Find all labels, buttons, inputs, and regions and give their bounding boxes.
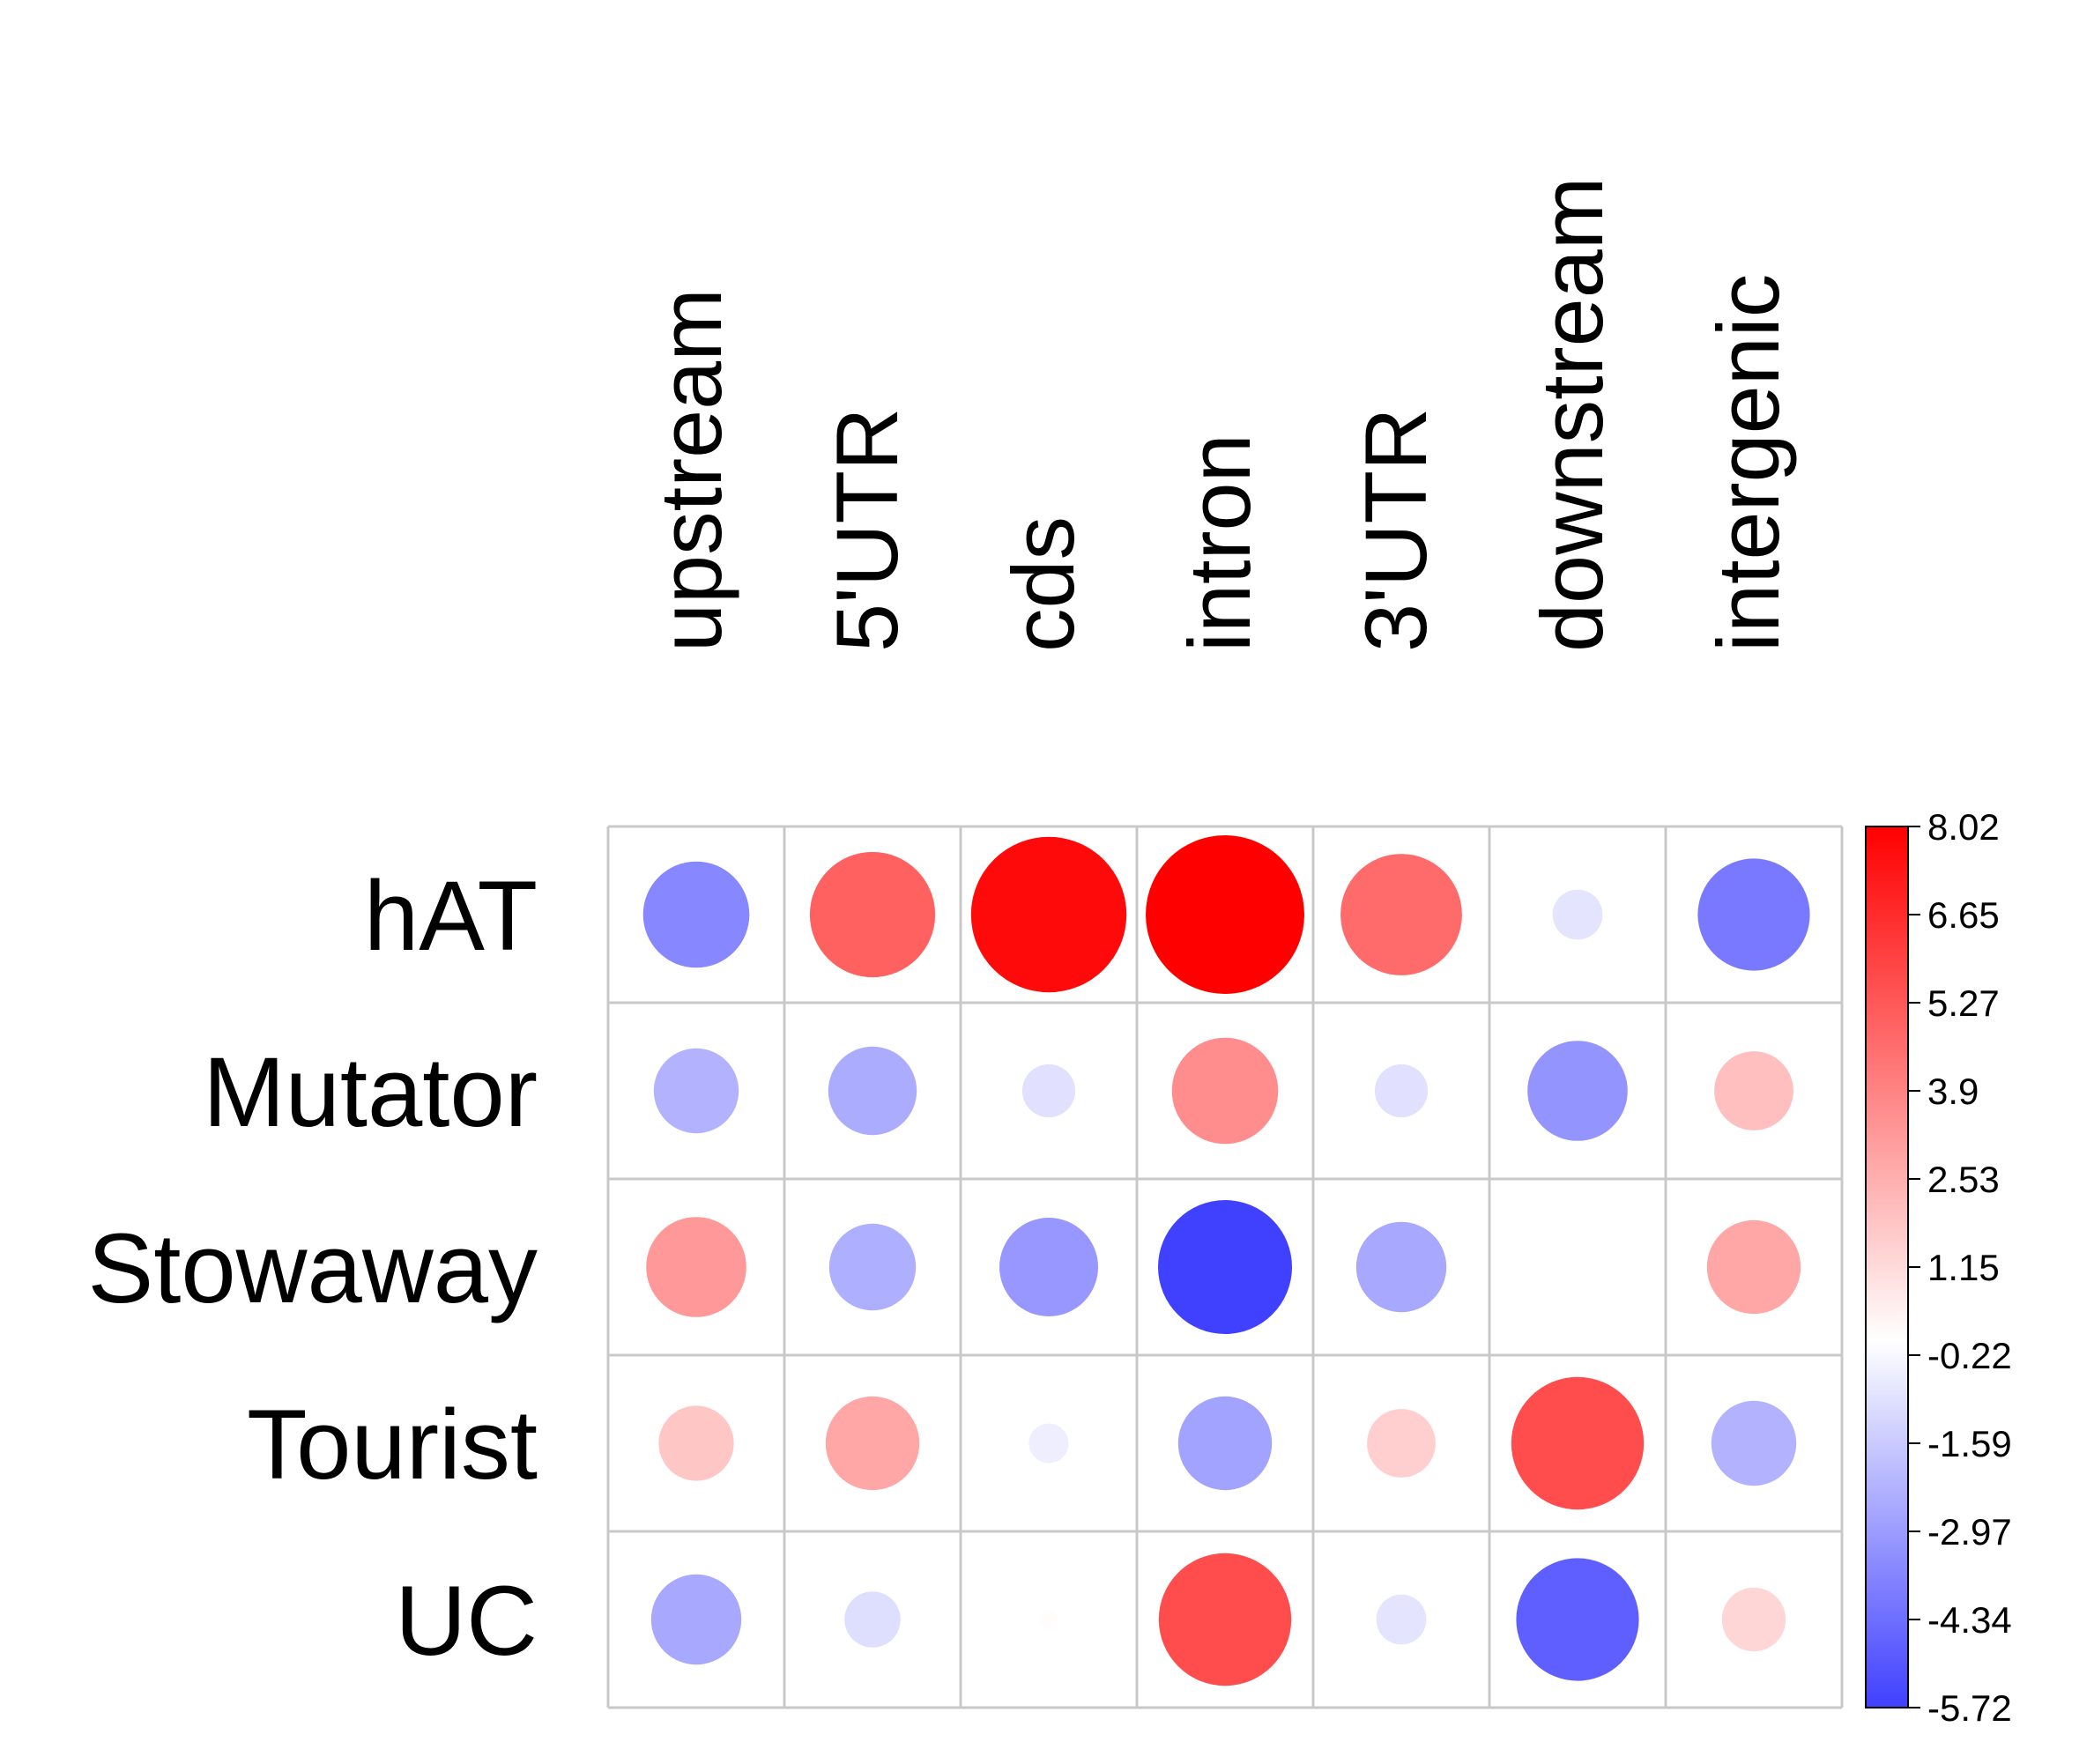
cell-circle xyxy=(1376,1594,1427,1645)
cell-circle xyxy=(1028,1423,1069,1464)
column-label: 5'UTR xyxy=(818,408,916,652)
cell-circle xyxy=(828,1223,917,1311)
cell-circle xyxy=(1576,1265,1579,1269)
colorbar-gradient xyxy=(1865,826,1909,1708)
cell-circle xyxy=(1158,1200,1292,1334)
colorbar-tick-label: 6.65 xyxy=(1927,894,2000,936)
cell-circle xyxy=(1714,1051,1793,1130)
column-label: intergenic xyxy=(1699,274,1797,652)
row-label: UC xyxy=(395,1566,538,1676)
cell-circle xyxy=(1527,1041,1628,1141)
cell-circle xyxy=(1697,858,1810,971)
cell-circle xyxy=(1146,835,1304,994)
colorbar-tick-label: -4.34 xyxy=(1927,1599,2012,1641)
colorbar-tick-label: 2.53 xyxy=(1927,1159,2000,1200)
cell-circle xyxy=(642,861,750,968)
colorbar: 8.02 6.65 5.27 3.9 2.53 1.15 -0.22 -1.59 -2.97 -4… xyxy=(1865,806,2012,1729)
cell-circle xyxy=(1040,1611,1058,1628)
row-label: Mutator xyxy=(203,1037,538,1147)
cell-circle xyxy=(970,836,1127,993)
cell-circle xyxy=(1511,1376,1645,1510)
cell-circles xyxy=(642,835,1810,1686)
grid-lines xyxy=(606,825,1844,1709)
cell-circle xyxy=(1340,854,1462,975)
column-label: downstream xyxy=(1523,177,1621,652)
cell-circle xyxy=(1706,1219,1801,1315)
cell-circle xyxy=(1158,1553,1292,1686)
cell-circle xyxy=(828,1046,917,1136)
row-label: hAT xyxy=(364,861,538,971)
colorbar-tick-label: -5.72 xyxy=(1927,1687,2012,1729)
column-label: intron xyxy=(1170,434,1268,652)
cell-circle xyxy=(1367,1409,1436,1478)
column-label: cds xyxy=(994,516,1092,652)
cell-circle xyxy=(1171,1037,1279,1145)
colorbar-tick-label: 5.27 xyxy=(1927,982,2000,1024)
cell-circle xyxy=(1516,1558,1639,1681)
colorbar-tick-label: 8.02 xyxy=(1927,806,2000,848)
colorbar-tick-label: -2.97 xyxy=(1927,1511,2012,1553)
cell-circle xyxy=(1021,1064,1076,1118)
cell-circle xyxy=(1721,1587,1786,1652)
colorbar-tick-label: 1.15 xyxy=(1927,1247,2000,1288)
cell-circle xyxy=(650,1574,742,1665)
cell-circle xyxy=(1552,889,1603,940)
colorbar-tick-label: -1.59 xyxy=(1927,1423,2012,1464)
cell-circle xyxy=(1711,1400,1797,1486)
column-labels: upstream 5'UTR cds intron 3'UTR downstream int… xyxy=(642,177,1797,652)
row-label: Tourist xyxy=(247,1390,538,1500)
colorbar-tick-label: -0.22 xyxy=(1927,1335,2012,1376)
cell-circle xyxy=(1374,1064,1429,1118)
cell-circle xyxy=(809,851,936,978)
cell-circle xyxy=(658,1405,734,1481)
column-label: upstream xyxy=(642,288,739,652)
cell-circle xyxy=(1355,1221,1447,1313)
column-label: 3'UTR xyxy=(1347,408,1444,652)
cell-circle xyxy=(999,1218,1098,1316)
colorbar-tick-label: 3.9 xyxy=(1927,1071,1979,1112)
row-label: Stowaway xyxy=(88,1213,538,1323)
cell-circle xyxy=(653,1048,739,1134)
cell-circle xyxy=(646,1217,746,1317)
cell-circle xyxy=(1177,1396,1273,1491)
cell-circle xyxy=(825,1396,920,1491)
cell-circle xyxy=(844,1591,901,1648)
